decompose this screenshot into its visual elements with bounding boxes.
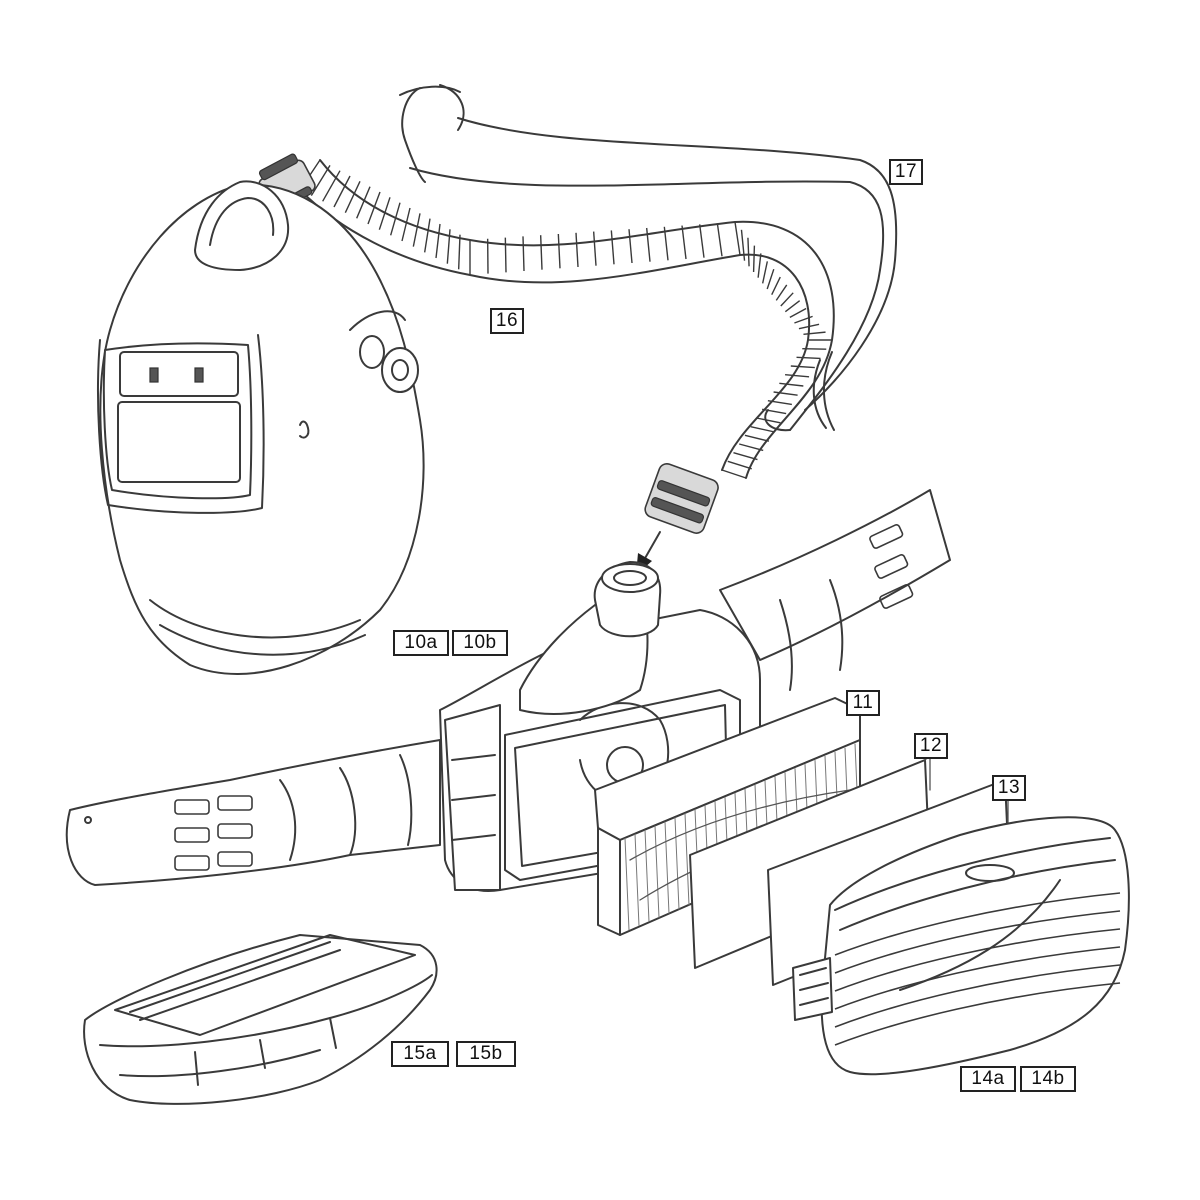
label-12: 12 (914, 733, 948, 759)
part-17-strap (399, 84, 898, 432)
label-17: 17 (889, 159, 923, 185)
label-10a: 10a (393, 630, 449, 656)
welding-helmet (97, 180, 425, 675)
label-16: 16 (490, 308, 524, 334)
label-10b: 10b (452, 630, 508, 656)
label-11: 11 (846, 690, 880, 716)
part-14-filter-cover (792, 816, 1130, 1076)
part-15-filter-cassette (83, 934, 438, 1105)
label-14a: 14a (960, 1066, 1016, 1092)
part-16-hose (258, 153, 835, 575)
label-15a: 15a (391, 1041, 449, 1067)
label-15b: 15b (456, 1041, 516, 1067)
label-14b: 14b (1020, 1066, 1076, 1092)
label-13: 13 (992, 775, 1026, 801)
belt (65, 489, 951, 886)
